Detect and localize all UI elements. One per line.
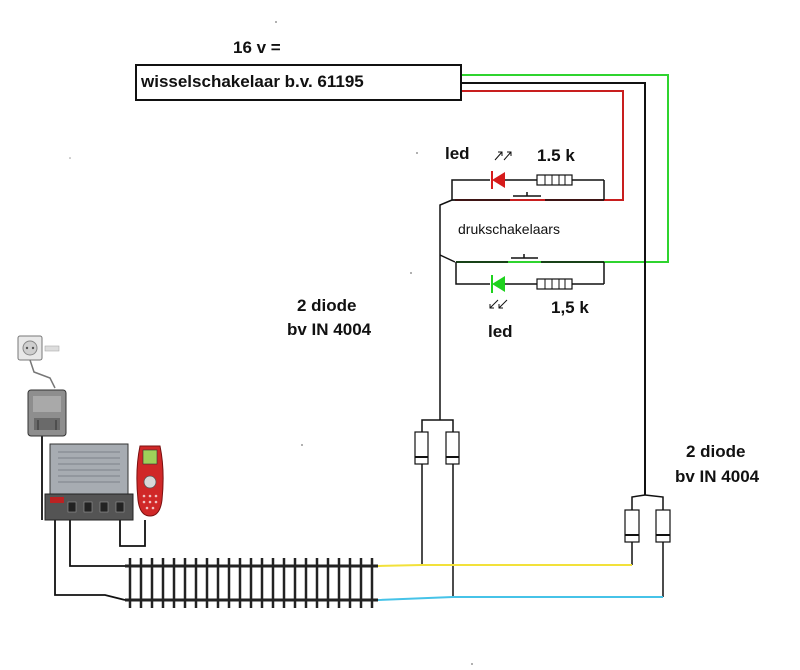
diode-pair-left-line1: 2 diode: [297, 296, 357, 315]
green-led-branch: [455, 262, 605, 285]
red-resistor-icon: [536, 174, 573, 186]
handheld-controller-icon: [136, 445, 164, 517]
red-led-branch: [451, 179, 605, 201]
wire-black-top: [462, 82, 646, 495]
track-icon: [125, 558, 378, 608]
switch-box: [135, 64, 462, 101]
diode-icon-left-1: [414, 431, 429, 465]
wire-left-collector: [439, 199, 453, 420]
scan-specks: [69, 21, 473, 665]
red-led-icon: [491, 171, 505, 189]
push-buttons-label: drukschakelaars: [458, 221, 560, 237]
diode-icon-right-1: [624, 509, 640, 543]
push-button-top: [452, 192, 604, 201]
diode-pair-right-line2: bv IN 4004: [675, 467, 760, 486]
diode-pair-left-wiring: [421, 419, 454, 597]
wire-yellow: [377, 564, 632, 567]
green-led-label: led: [488, 322, 513, 341]
supply-voltage-label: 16 v =: [233, 38, 281, 57]
green-resistor-icon: [536, 278, 573, 290]
red-led-label: led: [445, 144, 470, 163]
diode-pair-left-line2: bv IN 4004: [287, 320, 372, 339]
switch-box-label: wisselschakelaar b.v. 61195: [141, 72, 364, 91]
green-resistor-label: 1,5 k: [551, 298, 589, 317]
transformer-icon: [27, 389, 67, 437]
light-rays-icon-bottom: [489, 299, 508, 309]
wall-socket-icon: [17, 335, 60, 389]
green-led-icon: [491, 275, 505, 293]
push-button-bottom: [456, 254, 604, 263]
diode-pair-right-wiring: [631, 494, 664, 597]
diode-icon-left-2: [445, 431, 460, 465]
control-unit-icon: [44, 443, 134, 521]
light-rays-icon-top: [494, 151, 512, 161]
diode-pair-right-line1: 2 diode: [686, 442, 746, 461]
wire-to-green-branch: [439, 254, 456, 263]
wire-red: [455, 90, 624, 201]
diode-icon-right-2: [655, 509, 671, 543]
red-resistor-label: 1.5 k: [537, 146, 575, 165]
wire-cyan: [377, 596, 663, 601]
